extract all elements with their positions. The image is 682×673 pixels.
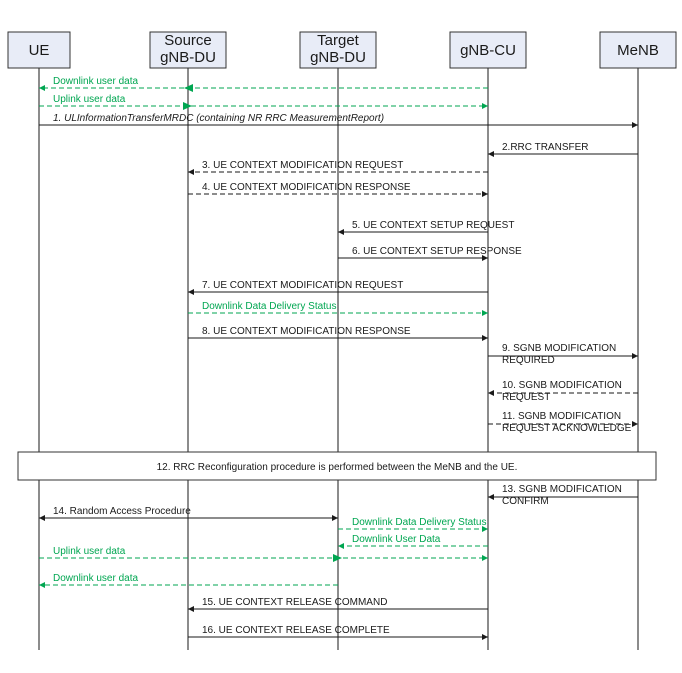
message-label: CONFIRM bbox=[502, 496, 549, 507]
message-label: 6. UE CONTEXT SETUP RESPONSE bbox=[352, 246, 522, 257]
entity-label: Source bbox=[164, 32, 212, 49]
entity-label: Target bbox=[317, 32, 360, 49]
entity-box bbox=[299, 31, 377, 69]
message-label: REQUEST bbox=[502, 392, 550, 403]
message-21: 15. UE CONTEXT RELEASE COMMAND bbox=[188, 597, 488, 612]
message-label: 3. UE CONTEXT MODIFICATION REQUEST bbox=[202, 160, 403, 171]
message-7: 6. UE CONTEXT SETUP RESPONSE bbox=[338, 246, 522, 261]
message-label: Downlink user data bbox=[53, 76, 138, 87]
message-label: 13. SGNB MODIFICATION bbox=[502, 484, 622, 495]
message-22: 16. UE CONTEXT RELEASE COMPLETE bbox=[188, 625, 488, 640]
note-text: 12. RRC Reconfiguration procedure is per… bbox=[157, 462, 518, 473]
message-label: Downlink User Data bbox=[352, 534, 441, 545]
entity-menb: MeNB bbox=[599, 31, 677, 69]
message-label: Downlink user data bbox=[53, 573, 138, 584]
via-arrowhead bbox=[184, 84, 193, 92]
message-label: Uplink user data bbox=[53, 546, 126, 557]
entity-label: gNB-DU bbox=[310, 49, 366, 66]
note-rrc-reconfiguration: 12. RRC Reconfiguration procedure is per… bbox=[17, 451, 657, 481]
entity-box bbox=[149, 31, 227, 69]
entity-ue: UE bbox=[7, 31, 71, 69]
message-label: Uplink user data bbox=[53, 94, 126, 105]
message-label: 8. UE CONTEXT MODIFICATION RESPONSE bbox=[202, 326, 411, 337]
via-arrowhead bbox=[183, 102, 192, 110]
message-label: 7. UE CONTEXT MODIFICATION REQUEST bbox=[202, 280, 403, 291]
message-9: Downlink Data Delivery Status bbox=[188, 301, 488, 316]
message-label: 14. Random Access Procedure bbox=[53, 506, 191, 517]
message-label: 9. SGNB MODIFICATION bbox=[502, 343, 616, 354]
message-label: Downlink Data Delivery Status bbox=[202, 301, 337, 312]
message-8: 7. UE CONTEXT MODIFICATION REQUEST bbox=[188, 280, 488, 295]
message-1: Uplink user data bbox=[39, 94, 488, 110]
message-label: 10. SGNB MODIFICATION bbox=[502, 380, 622, 391]
entity-label: gNB-DU bbox=[160, 49, 216, 66]
message-label: Downlink Data Delivery Status bbox=[352, 517, 487, 528]
message-label: 4. UE CONTEXT MODIFICATION RESPONSE bbox=[202, 182, 411, 193]
message-3: 2.RRC TRANSFER bbox=[488, 142, 638, 157]
message-16: 14. Random Access Procedure bbox=[39, 506, 338, 521]
message-label: 1. ULInformationTransferMRDC (containing… bbox=[53, 113, 384, 124]
message-19: Uplink user data bbox=[39, 546, 488, 562]
message-label: 15. UE CONTEXT RELEASE COMMAND bbox=[202, 597, 387, 608]
entity-label: gNB-CU bbox=[460, 42, 516, 59]
entity-box bbox=[449, 31, 527, 69]
message-5: 4. UE CONTEXT MODIFICATION RESPONSE bbox=[188, 182, 488, 197]
message-label: REQUIRED bbox=[502, 355, 555, 366]
note-box bbox=[17, 451, 657, 481]
message-label: REQUEST ACKNOWLEDGE bbox=[502, 423, 632, 434]
message-20: Downlink user data bbox=[39, 573, 338, 588]
message-2: 1. ULInformationTransferMRDC (containing… bbox=[39, 113, 638, 128]
message-0: Downlink user data bbox=[39, 76, 488, 92]
message-label: 11. SGNB MODIFICATION bbox=[502, 411, 621, 422]
via-arrowhead bbox=[333, 554, 342, 562]
message-18: Downlink User Data bbox=[338, 534, 488, 549]
message-10: 8. UE CONTEXT MODIFICATION RESPONSE bbox=[188, 326, 488, 341]
message-4: 3. UE CONTEXT MODIFICATION REQUEST bbox=[188, 160, 488, 175]
message-label: 5. UE CONTEXT SETUP REQUEST bbox=[352, 220, 514, 231]
message-6: 5. UE CONTEXT SETUP REQUEST bbox=[338, 220, 514, 235]
entity-label: UE bbox=[29, 42, 50, 59]
entity-box bbox=[599, 31, 677, 69]
message-17: Downlink Data Delivery Status bbox=[338, 517, 488, 532]
entity-label: MeNB bbox=[617, 42, 659, 59]
message-label: 16. UE CONTEXT RELEASE COMPLETE bbox=[202, 625, 390, 636]
entity-cu: gNB-CU bbox=[449, 31, 527, 69]
entity-box bbox=[7, 31, 71, 69]
message-label: 2.RRC TRANSFER bbox=[502, 142, 589, 153]
lifelines bbox=[38, 68, 639, 650]
